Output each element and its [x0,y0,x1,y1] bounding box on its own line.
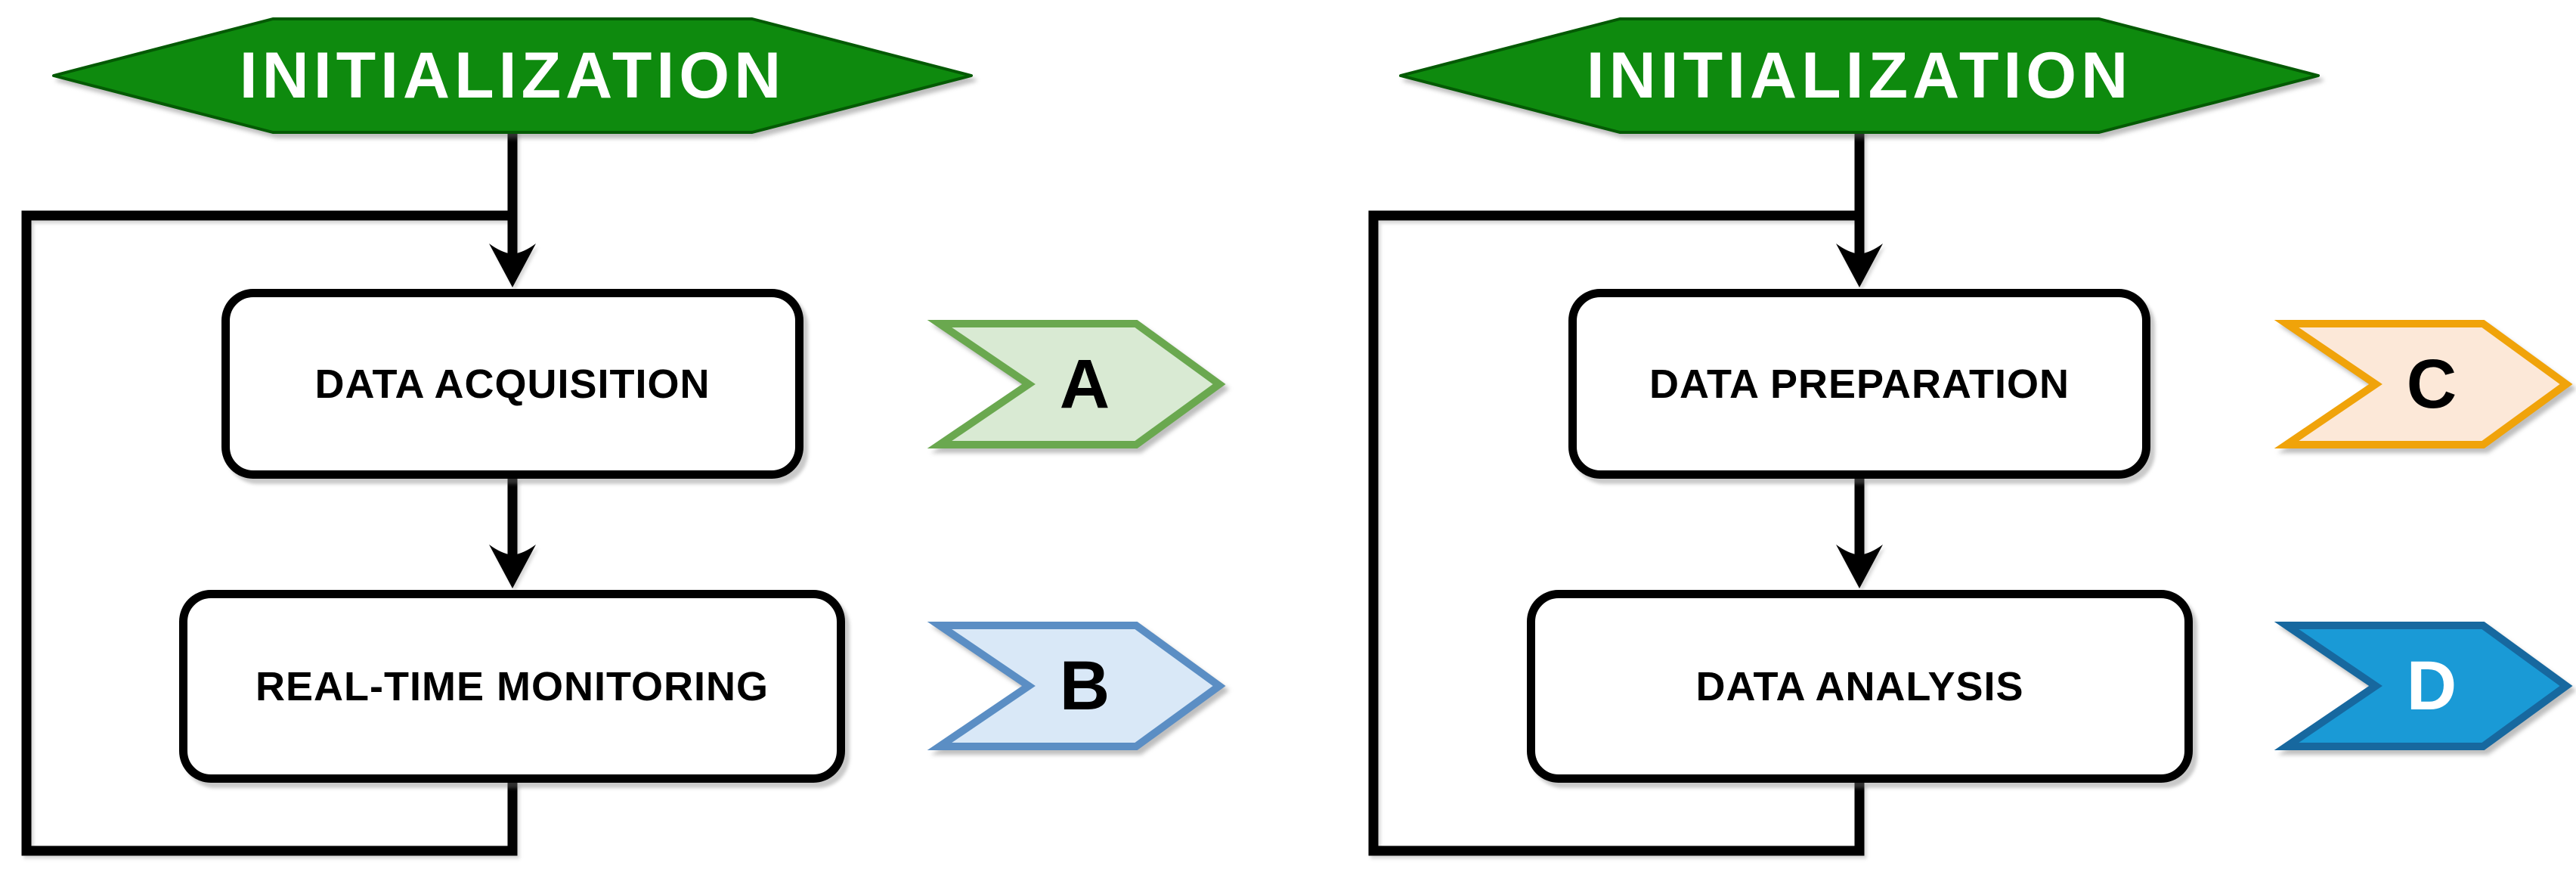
tag-chevron-a [927,320,1226,448]
process-box-data-analysis: DATA ANALYSIS [1527,590,2193,783]
process-box-label: DATA ANALYSIS [1695,663,2024,709]
arrowhead-down-icon [489,545,536,588]
tag-chevron-c [2274,320,2573,448]
initialization-hexagon-right [1399,17,2320,134]
tag-chevron-d [2274,622,2573,750]
initialization-label-right: INITIALIZATION [1586,39,2133,112]
tag-letter-b: B [1059,647,1110,725]
loop-connector-right [1368,210,1865,856]
arrowhead-down-icon [489,244,536,287]
arrowhead-down-icon [1836,545,1883,588]
process-box-data-acquisition: DATA ACQUISITION [221,289,803,479]
tag-chevron-b [927,622,1226,750]
process-box-label: REAL-TIME MONITORING [255,663,769,709]
process-box-label: DATA ACQUISITION [314,361,711,407]
initialization-hexagon-left [52,17,973,134]
process-box-data-preparation: DATA PREPARATION [1568,289,2150,479]
process-box-real-time-monitoring: REAL-TIME MONITORING [179,590,845,783]
tag-letter-a: A [1059,345,1110,423]
arrowhead-down-icon [1836,244,1883,287]
tag-letter-c: C [2406,345,2457,423]
initialization-label-left: INITIALIZATION [239,39,786,112]
process-box-label: DATA PREPARATION [1649,361,2070,407]
loop-connector-left [21,210,518,856]
tag-letter-d: D [2406,647,2457,725]
